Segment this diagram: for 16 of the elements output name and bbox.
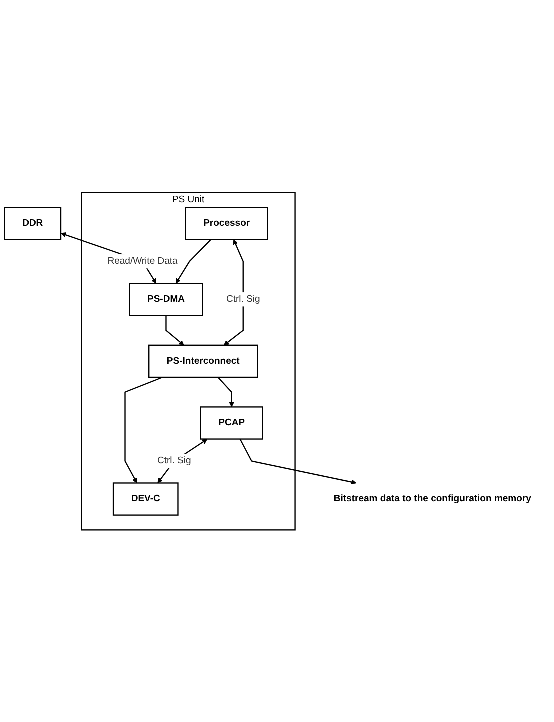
node-box: DEV-C [112,482,179,516]
arrow [176,238,212,284]
node-box: PCAP [200,406,264,440]
edge-label: Ctrl. Sig [157,455,192,466]
node-box: PS-Interconnect [148,344,258,378]
node-box: DDR [4,206,62,240]
node-box: Processor [185,206,268,240]
node-text: Bitstream data to the configuration memory [334,493,532,504]
arrow [124,376,164,483]
arrow [240,438,357,484]
arrow [218,376,234,407]
node-box: PS-DMA [129,282,204,316]
edge-label: Ctrl. Sig [226,294,260,304]
edge-label: Read/Write Data [108,256,178,266]
arrow [224,239,244,346]
arrow [166,315,184,346]
